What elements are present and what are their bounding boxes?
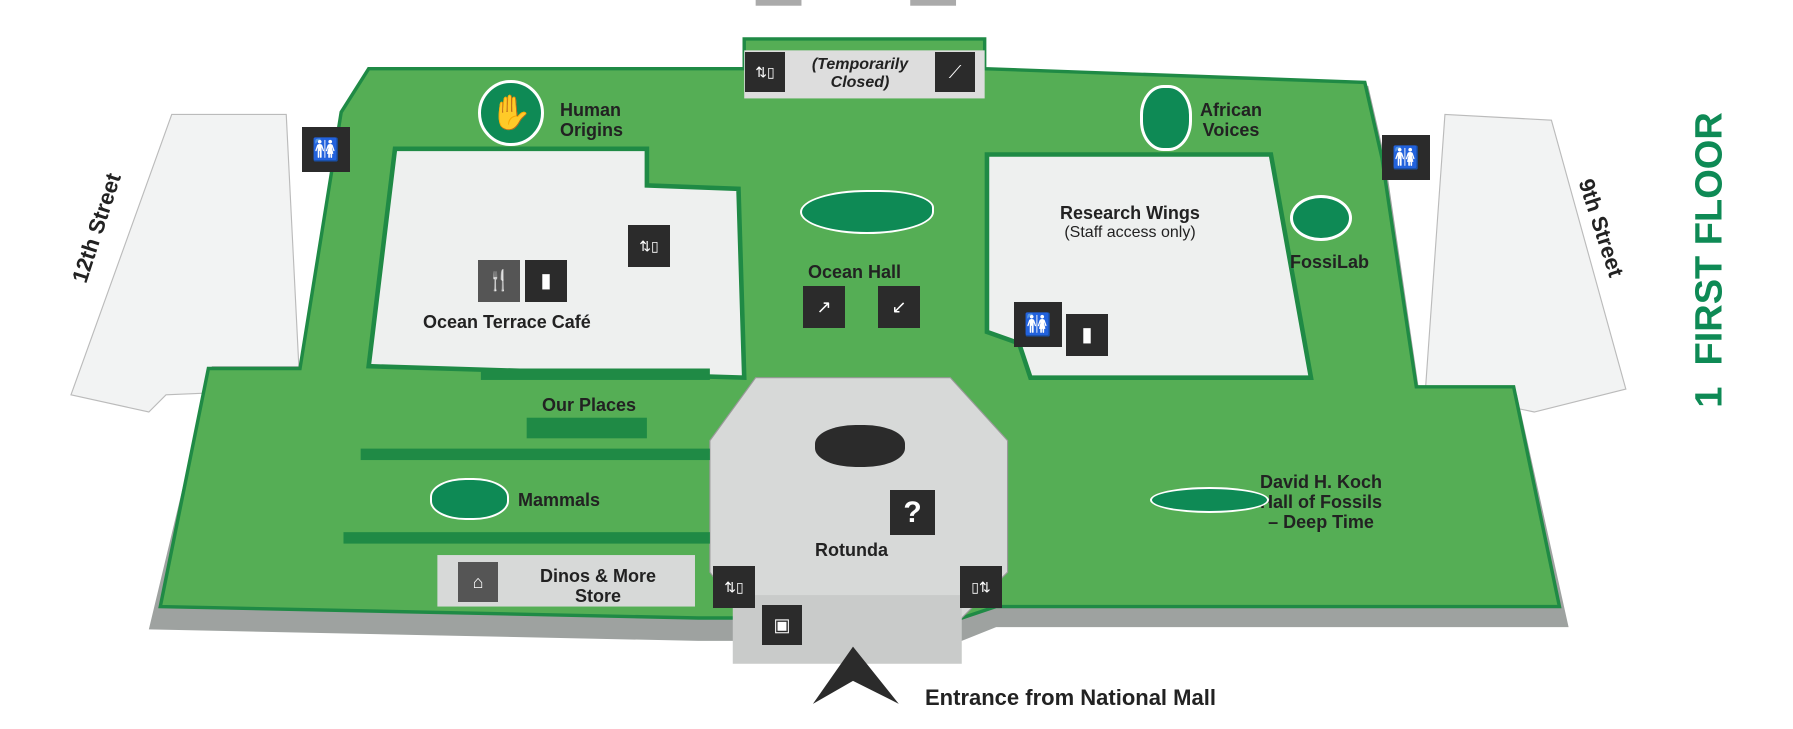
elephant-icon: [815, 425, 905, 467]
elevator-icon: ⇅▯: [713, 566, 755, 608]
food-icon: 🍴: [478, 260, 520, 302]
escalator-icon: ↗: [803, 286, 845, 328]
lion-icon: [430, 478, 509, 520]
label-rotunda: Rotunda: [815, 540, 888, 560]
info-icon: ?: [890, 490, 935, 535]
label-cafe: Ocean Terrace Café: [423, 312, 591, 332]
water-bottle-icon: ▮: [1066, 314, 1108, 356]
mask-icon: [1140, 85, 1192, 151]
street-block-left: [70, 113, 301, 413]
restroom-icon: 🚻: [1382, 135, 1430, 180]
floor-name: FIRST FLOOR: [1688, 112, 1731, 366]
street-block-right: [1424, 113, 1627, 413]
hand-icon: ✋: [478, 80, 544, 146]
stairs-icon: ⟋: [935, 52, 975, 92]
escalator-icon: ↙: [878, 286, 920, 328]
elevator-icon: ⇅▯: [628, 225, 670, 267]
floor-title: 1 FIRST FLOOR: [1680, 80, 1740, 440]
coat-check-icon: ▣: [762, 605, 802, 645]
fossil-icon: [1290, 195, 1352, 241]
label-our-places: Our Places: [542, 395, 637, 415]
entrance-label: Entrance from National Mall: [925, 685, 1216, 710]
restroom-icon: 🚻: [1014, 302, 1062, 347]
street-left: 12th Street: [66, 169, 126, 286]
store-icon: ⌂: [458, 562, 498, 602]
elevator-icon: ▯⇅: [960, 566, 1002, 608]
water-bottle-icon: ▮: [525, 260, 567, 302]
floor-number: 1: [1688, 386, 1731, 408]
label-research-wings: Research Wings(Staff access only): [1060, 203, 1200, 241]
entrance-arrow: [812, 646, 899, 704]
street-right: 9th Street: [1573, 175, 1629, 280]
label-mammals: Mammals: [518, 490, 601, 510]
restroom-icon: 🚻: [302, 127, 350, 172]
label-ocean-hall: Ocean Hall: [808, 262, 902, 282]
whale-icon: [800, 190, 934, 234]
trex-icon: [1150, 487, 1269, 513]
elevator-icon: ⇅▯: [745, 52, 785, 92]
label-fossilab: FossiLab: [1290, 252, 1370, 272]
